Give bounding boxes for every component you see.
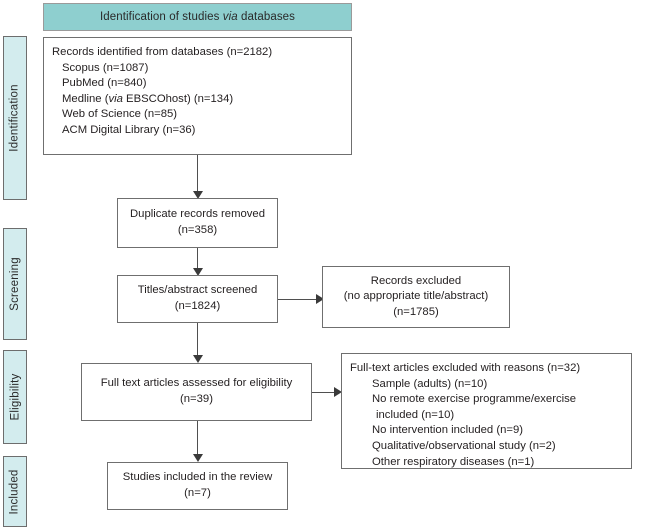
titles-screened-line2: (n=1824) bbox=[174, 300, 221, 312]
studies-included-line1: Studies included in the review bbox=[122, 471, 273, 484]
records-identified-source-pubmed: PubMed (n=840) bbox=[62, 77, 147, 90]
connector-titles-to-excluded bbox=[278, 299, 320, 300]
fulltext-excluded-reason-no-intervention: No intervention included (n=9) bbox=[372, 424, 524, 437]
box-records-identified: Records identified from databases (n=218… bbox=[43, 37, 352, 155]
box-fulltext-assessed: Full text articles assessed for eligibil… bbox=[81, 363, 312, 421]
duplicates-line1: Duplicate records removed bbox=[130, 208, 265, 221]
box-fulltext-excluded-reasons: Full-text articles excluded with reasons… bbox=[341, 353, 632, 469]
records-excluded-line1: Records excluded bbox=[370, 274, 462, 287]
box-studies-included: Studies included in the review (n=7) bbox=[107, 462, 288, 510]
arrowhead-fulltext-excluded bbox=[334, 387, 342, 397]
connector-titles-to-fulltext bbox=[197, 323, 198, 361]
stage-label-eligibility-text: Eligibility bbox=[9, 373, 21, 421]
banner-identification-databases: Identification of studies via databases bbox=[43, 3, 352, 31]
titles-screened-line1: Titles/abstract screened bbox=[137, 284, 258, 297]
fulltext-assessed-line2: (n=39) bbox=[180, 393, 213, 405]
fulltext-excluded-reason-no-remote-exercise-cont: included (n=10) bbox=[376, 408, 455, 421]
stage-label-identification: Identification bbox=[3, 36, 27, 200]
connector-fulltext-to-included bbox=[197, 421, 198, 460]
arrowhead-records-excluded bbox=[316, 294, 324, 304]
fulltext-assessed-line1: Full text articles assessed for eligibil… bbox=[100, 377, 293, 390]
box-titles-abstract-screened: Titles/abstract screened (n=1824) bbox=[117, 275, 278, 323]
records-excluded-line3: (n=1785) bbox=[393, 305, 439, 318]
records-identified-title: Records identified from databases (n=218… bbox=[52, 46, 273, 58]
connector-fulltext-to-excluded-reasons bbox=[312, 392, 338, 393]
arrowhead-studies-included bbox=[193, 454, 203, 462]
fulltext-excluded-reason-sample: Sample (adults) (n=10) bbox=[372, 377, 488, 390]
records-identified-source-medline: Medline (via EBSCOhost) (n=134) bbox=[62, 92, 234, 105]
fulltext-excluded-reason-qualitative: Qualitative/observational study (n=2) bbox=[372, 439, 556, 452]
box-duplicate-records-removed: Duplicate records removed (n=358) bbox=[117, 198, 278, 248]
stage-label-included: Included bbox=[3, 456, 27, 527]
stage-label-screening-text: Screening bbox=[9, 257, 21, 311]
fulltext-excluded-title: Full-text articles excluded with reasons… bbox=[350, 362, 581, 374]
arrowhead-fulltext bbox=[193, 355, 203, 363]
fulltext-excluded-reason-other-respiratory: Other respiratory diseases (n=1) bbox=[372, 455, 535, 468]
records-excluded-line2: (no appropriate title/abstract) bbox=[343, 290, 489, 303]
stage-label-included-text: Included bbox=[9, 468, 21, 515]
arrowhead-titles bbox=[193, 268, 203, 276]
arrowhead-duplicates bbox=[193, 191, 203, 199]
connector-duplicates-to-titles bbox=[197, 248, 198, 273]
box-records-excluded: Records excluded (no appropriate title/a… bbox=[322, 266, 510, 328]
records-identified-source-acm: ACM Digital Library (n=36) bbox=[62, 123, 196, 136]
records-identified-source-wos: Web of Science (n=85) bbox=[62, 108, 178, 121]
stage-label-identification-text: Identification bbox=[9, 84, 21, 152]
studies-included-line2: (n=7) bbox=[184, 487, 211, 499]
banner-label: Identification of studies via databases bbox=[99, 11, 296, 23]
stage-label-eligibility: Eligibility bbox=[3, 350, 27, 444]
stage-label-screening: Screening bbox=[3, 228, 27, 340]
records-identified-source-scopus: Scopus (n=1087) bbox=[62, 61, 149, 74]
connector-identified-to-duplicates bbox=[197, 155, 198, 197]
duplicates-line2: (n=358) bbox=[177, 224, 218, 236]
fulltext-excluded-reason-no-remote-exercise: No remote exercise programme/exercise bbox=[372, 393, 577, 406]
